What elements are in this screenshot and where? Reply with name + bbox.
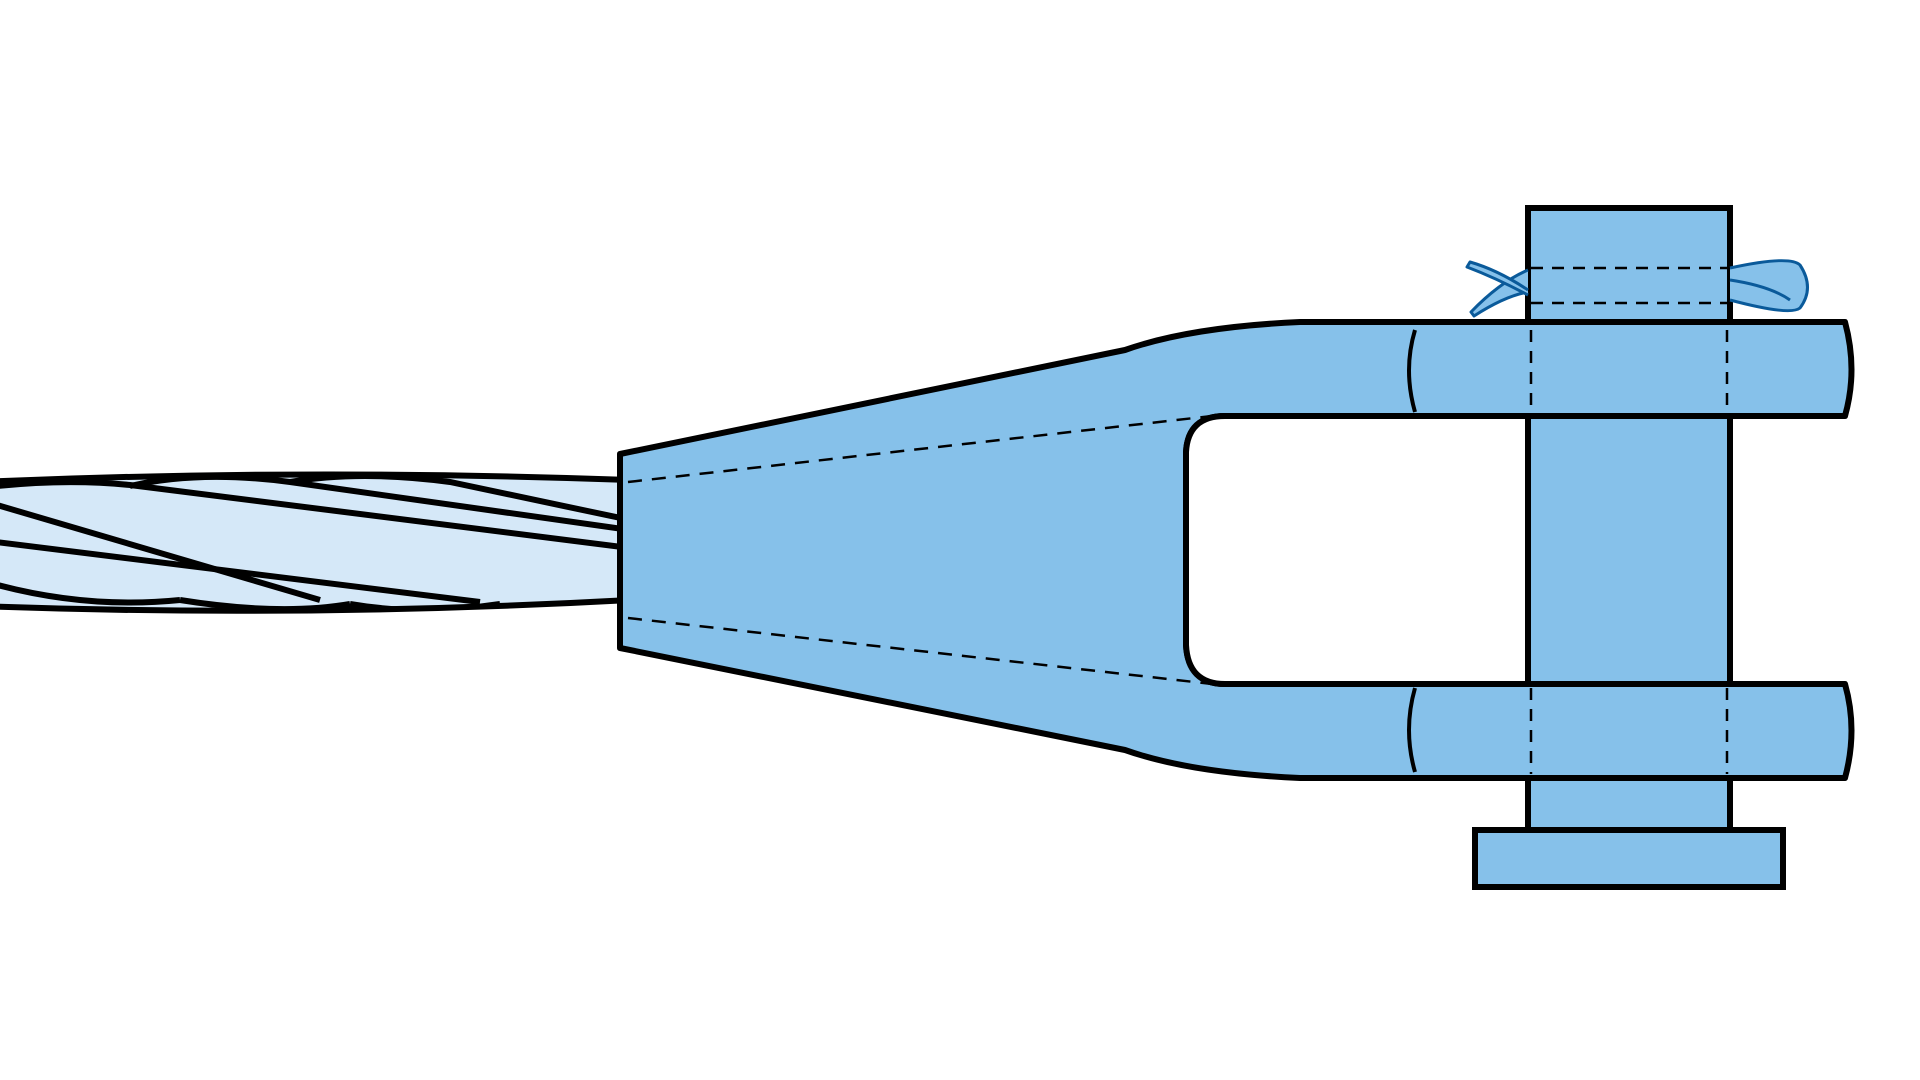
wire-rope-icon <box>0 471 631 614</box>
clevis-opening-icon <box>1183 413 1525 687</box>
rope-body <box>0 474 630 611</box>
cotter-pin-icon <box>1465 259 1809 318</box>
clevis-pin-icon <box>1525 205 1733 835</box>
pin-head-icon <box>1472 827 1786 890</box>
